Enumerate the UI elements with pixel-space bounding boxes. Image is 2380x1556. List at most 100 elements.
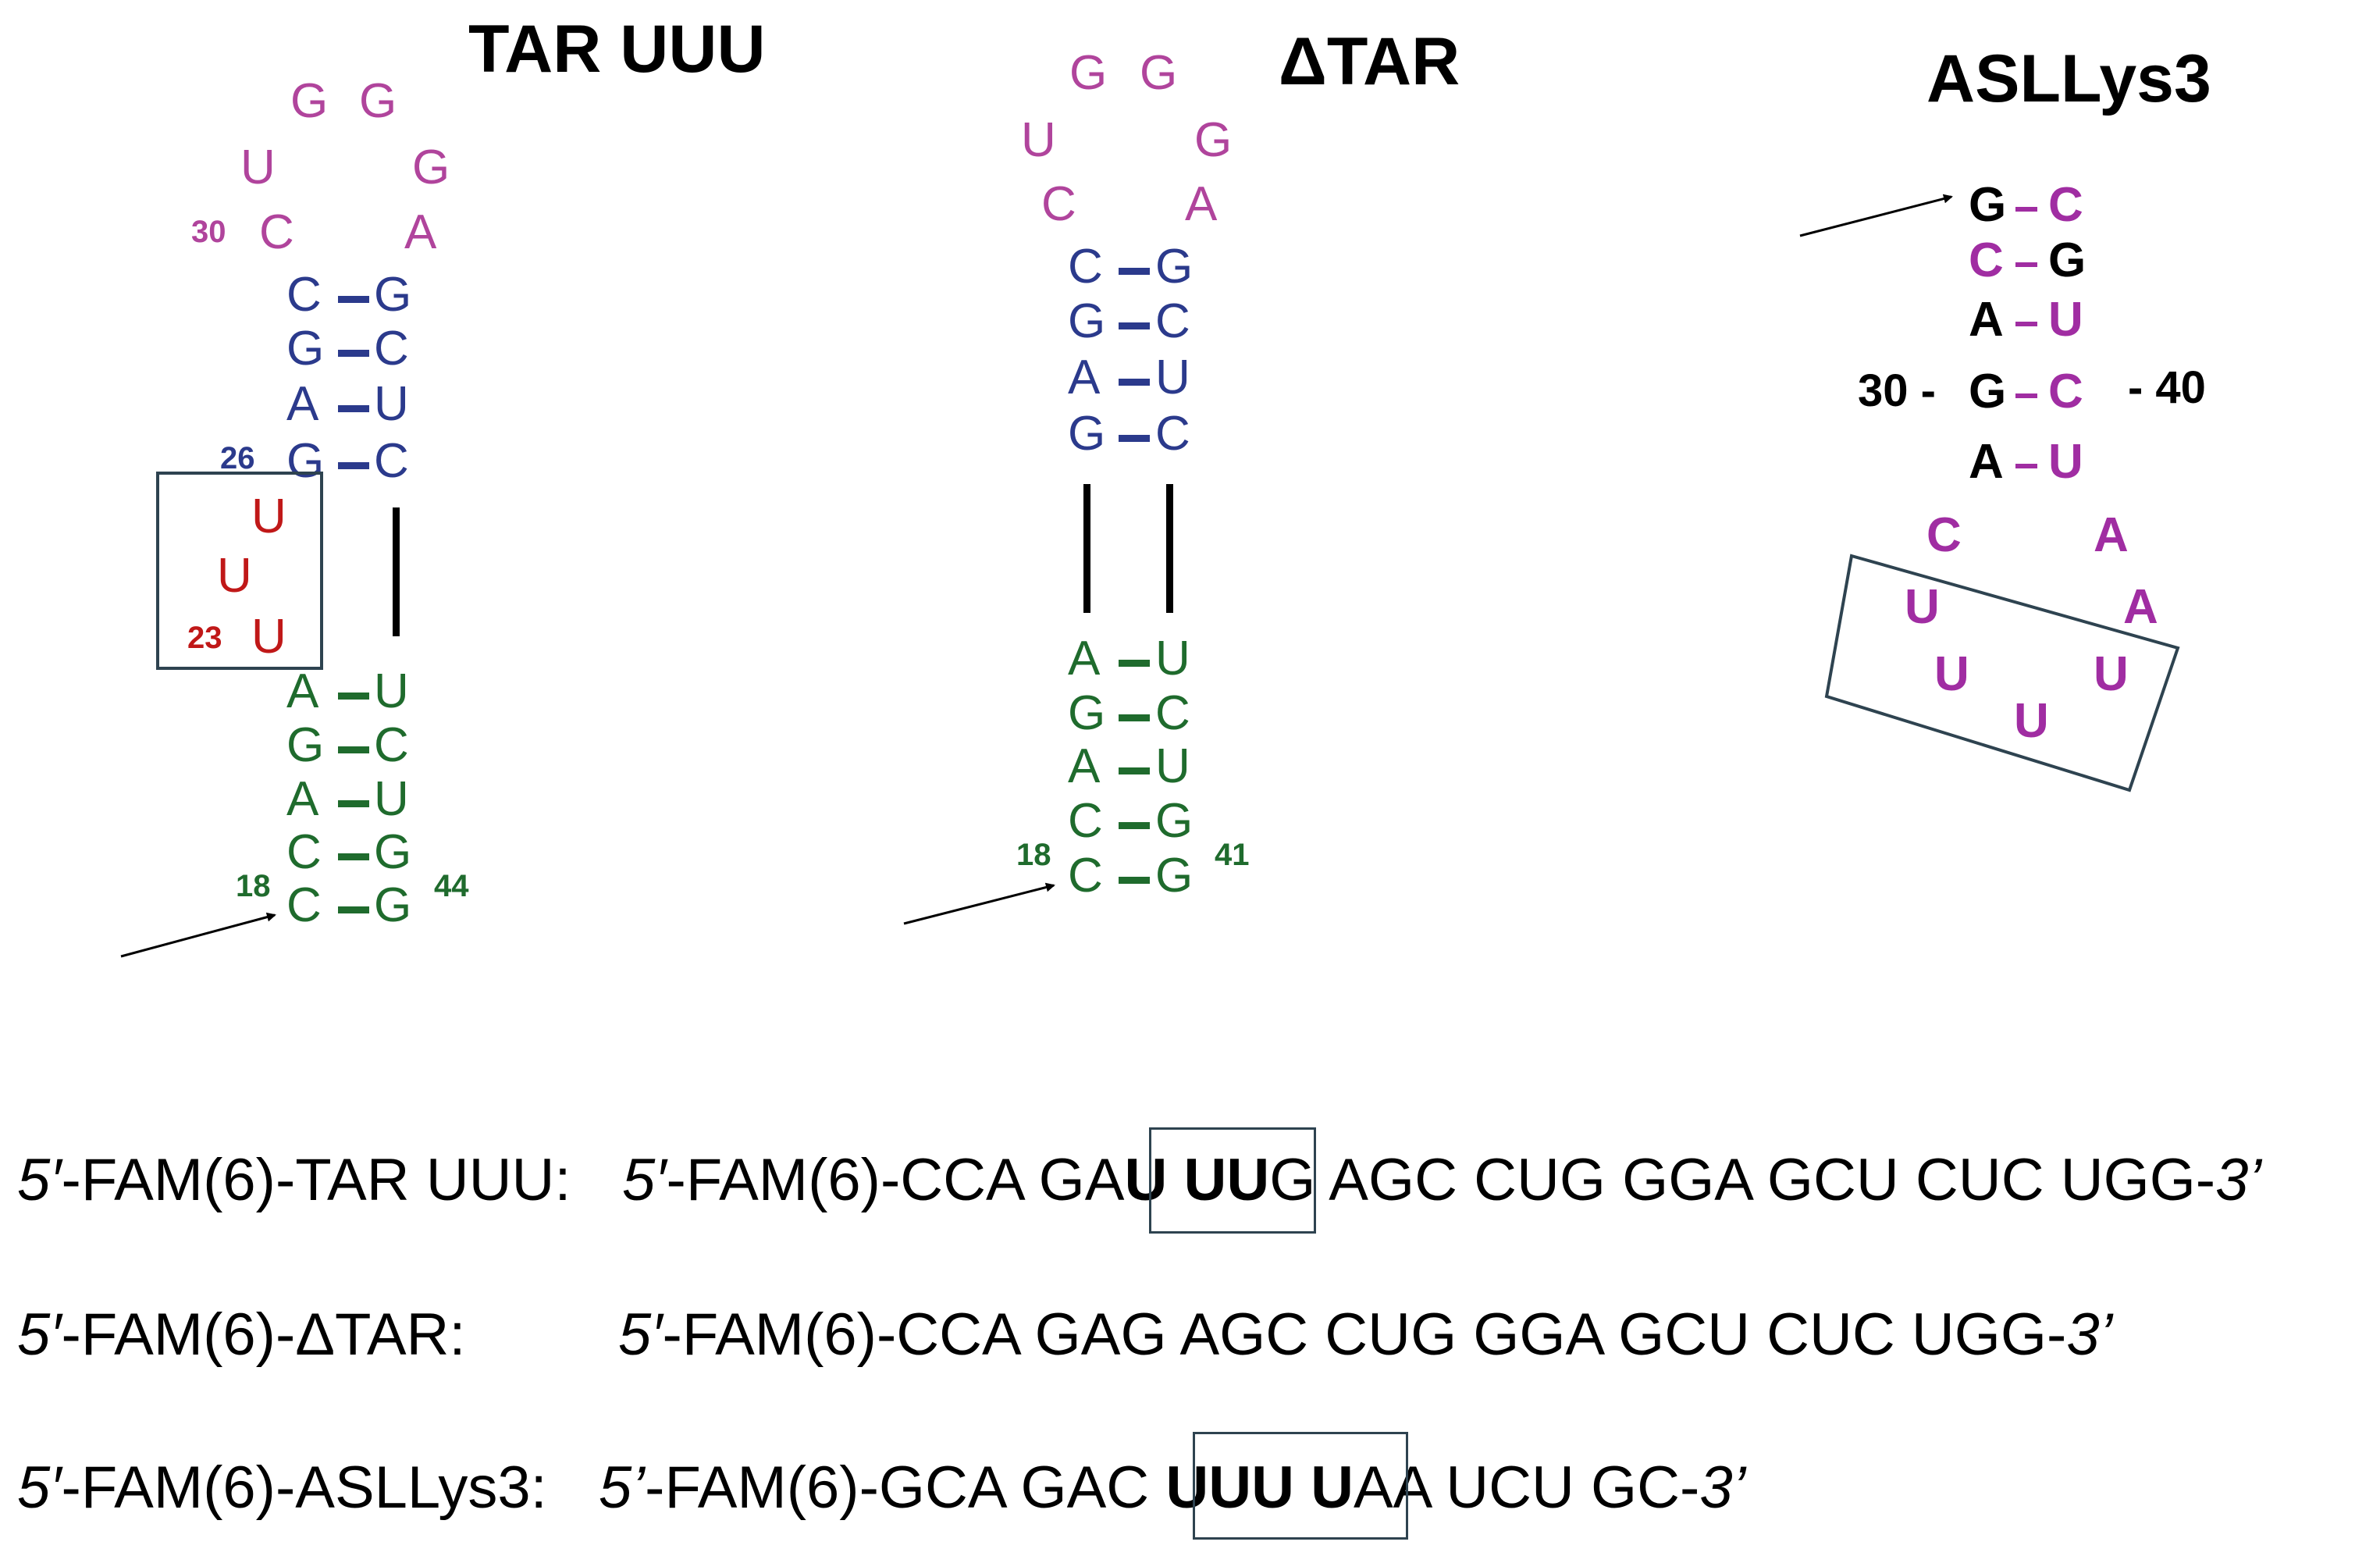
stem-connector-line [1083, 484, 1090, 613]
stem-nt: U [2048, 293, 2083, 347]
stem-nt: G [1068, 294, 1105, 348]
base-pair-bond [2015, 322, 2037, 326]
stem-nt: C [374, 322, 409, 376]
base-pair-bond [338, 906, 369, 913]
loop-nt: U [1021, 113, 1056, 167]
base-pair-bond [2015, 262, 2037, 267]
base-pair-bond [1119, 435, 1150, 442]
tar-uuu-lower-stem: A U G C A U C G C G 18 44 [236, 664, 469, 932]
asl-lys3-structure: ASLLys3 G C C G A U G C A U 30 - - 40 C … [1799, 41, 2211, 792]
loop-nt: U [2094, 647, 2129, 701]
stem-nt: A [1969, 435, 2004, 489]
stem-nt: C [1155, 686, 1190, 740]
base-pair-bond [338, 693, 369, 700]
stem-nt: G [1068, 407, 1105, 461]
stem-nt: G [2048, 233, 2086, 287]
stem-nt: C [286, 825, 322, 879]
stem-nt: U [2048, 435, 2083, 489]
stem-nt: C [2048, 178, 2083, 232]
loop-nt: G [1140, 46, 1177, 100]
position-number: 30 - [1858, 365, 1936, 416]
position-number: 23 [187, 621, 222, 655]
loop-nt: A [2094, 508, 2129, 562]
loop-nt: U [1905, 580, 1940, 634]
stem-nt: A [1068, 351, 1101, 404]
stem-nt: G [1969, 365, 2006, 418]
stem-nt: A [1068, 632, 1101, 685]
asl-lys3-stem: G C C G A U G C A U 30 - - 40 [1858, 178, 2206, 489]
tar-uuu-bulge: U U U 23 [187, 490, 286, 664]
position-number: - 40 [2128, 362, 2206, 413]
stem-nt: C [286, 878, 322, 932]
sequence-line-asl-lys3: 5′-FAM(6)-ASLLys3: 5’-FAM(6)-GCA GAC UUU… [17, 1455, 1746, 1521]
position-number: 30 [191, 215, 226, 249]
stem-nt: G [1155, 794, 1193, 848]
stem-nt: C [2048, 365, 2083, 418]
base-pair-bond [1119, 268, 1150, 275]
sequence-highlight-box [1193, 1432, 1408, 1540]
delta-tar-structure: ΔTAR G G U G C A C G G C A U G C A [903, 24, 1460, 925]
stem-nt: C [1969, 233, 2004, 287]
base-pair-bond [338, 746, 369, 753]
stem-nt: G [1969, 178, 2006, 232]
stem-nt: U [1155, 351, 1190, 404]
fam-label-arrow-icon [903, 882, 1055, 925]
base-pair-bond [338, 462, 369, 469]
position-number: 26 [220, 441, 255, 475]
delta-tar-title: ΔTAR [1279, 24, 1460, 99]
base-pair-bond [1119, 714, 1150, 721]
stem-nt: C [286, 268, 322, 322]
stem-connector-line [393, 507, 400, 636]
loop-nt: G [1069, 46, 1107, 100]
stem-nt: U [374, 664, 409, 718]
position-number: 18 [1016, 838, 1051, 872]
stem-nt: G [1155, 240, 1193, 294]
highlighted-sequence: UUU U [1165, 1455, 1354, 1521]
loop-nt: A [404, 205, 437, 259]
loop-nt: A [2123, 580, 2158, 634]
stem-nt: G [1068, 686, 1105, 740]
stem-nt: G [286, 718, 324, 772]
tar-uuu-loop: G G U G C A 30 [191, 74, 450, 259]
stem-nt: U [374, 377, 409, 431]
sequence-highlight-box [1149, 1127, 1316, 1234]
stem-nt: G [286, 434, 324, 488]
anticodon-highlight-box [1824, 554, 2180, 792]
stem-nt: U [1155, 739, 1190, 793]
tar-uuu-structure: TAR UUU G G U G C A 30 C G G C A U G C 2… [120, 12, 766, 958]
loop-nt: G [1194, 113, 1232, 167]
bulge-nt: U [217, 549, 252, 603]
stem-nt: C [374, 434, 409, 488]
sequence-label: 5′-FAM(6)-ASLLys3: [17, 1455, 547, 1521]
base-pair-bond [1119, 767, 1150, 774]
bulge-highlight-box [156, 472, 323, 670]
base-pair-bond [338, 296, 369, 303]
position-number: 44 [434, 869, 469, 903]
stem-nt: A [286, 772, 319, 826]
highlighted-sequence: U UU [1124, 1147, 1270, 1213]
asl-lys3-anticodon-loop: C A U A U U U [1905, 508, 2158, 748]
loop-nt: C [1926, 508, 1962, 562]
stem-nt: A [1068, 739, 1101, 793]
loop-nt: U [1934, 647, 1969, 701]
position-number: 41 [1215, 838, 1250, 872]
stem-nt: C [374, 718, 409, 772]
stem-nt: A [286, 377, 319, 431]
loop-nt: C [259, 205, 294, 259]
tar-uuu-upper-stem: C G G C A U G C 26 [220, 268, 411, 488]
loop-nt: C [1041, 177, 1076, 231]
fam-label-arrow-icon [1799, 194, 1953, 237]
loop-nt: A [1185, 177, 1218, 231]
stem-nt: G [1155, 849, 1193, 903]
stem-nt: A [1969, 293, 2004, 347]
base-pair-bond [2015, 207, 2037, 212]
loop-nt: G [412, 141, 450, 194]
bulge-nt: U [251, 610, 286, 664]
stem-nt: G [374, 878, 411, 932]
base-pair-bond [2015, 393, 2037, 398]
delta-tar-loop: G G U G C A [1021, 46, 1232, 231]
base-pair-bond [1119, 822, 1150, 829]
stem-nt: C [1068, 849, 1103, 903]
stem-nt: G [374, 825, 411, 879]
